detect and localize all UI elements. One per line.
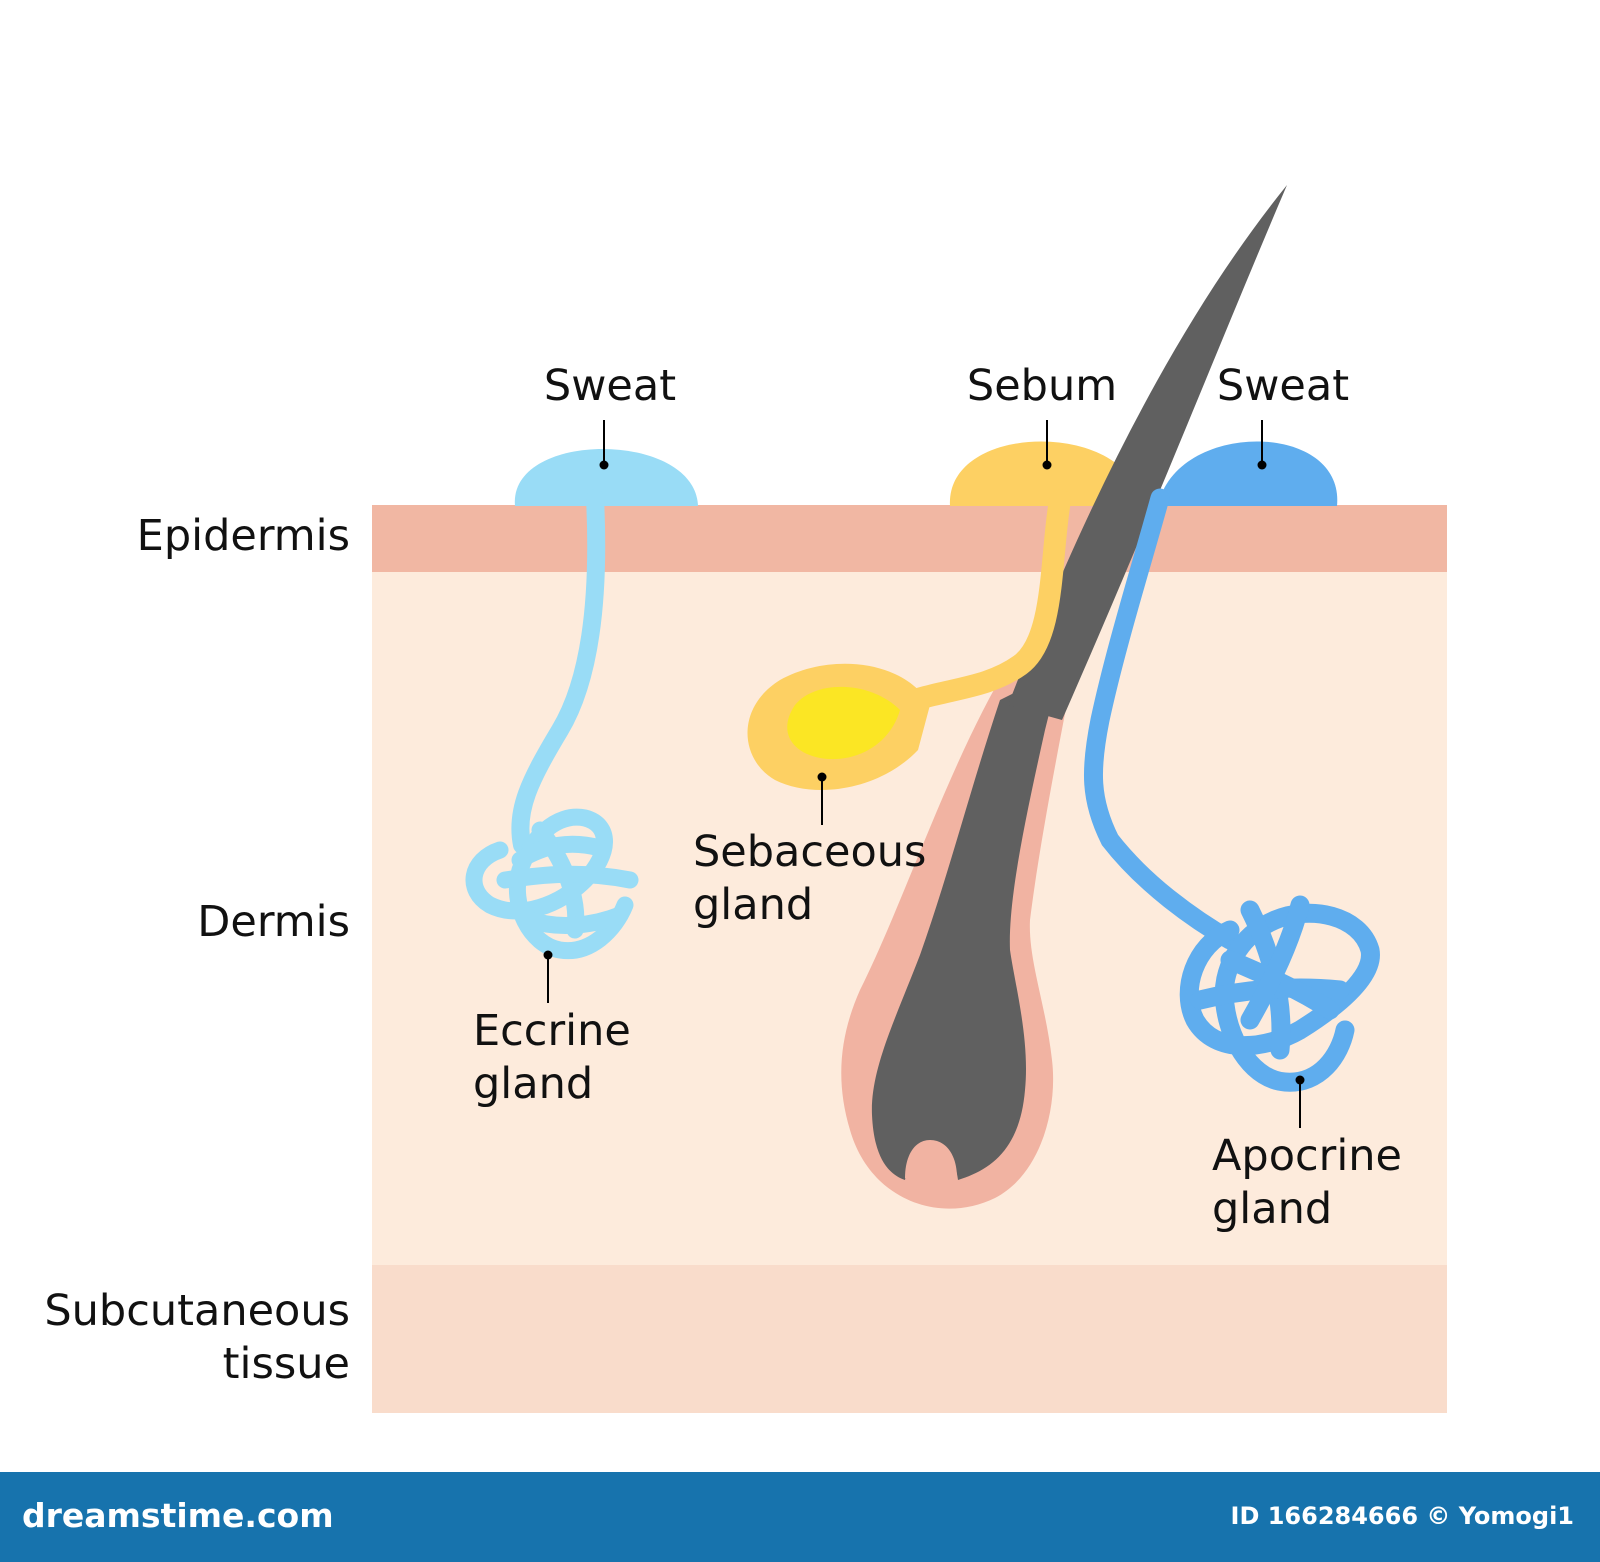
apocrine-duct — [1083, 488, 1240, 950]
label-apocrine-line2: gland — [1212, 1184, 1332, 1234]
label-apocrine-line1: Apocrine — [1212, 1131, 1402, 1181]
label-subcutaneous-line1: Subcutaneous — [44, 1286, 350, 1336]
hair-bulb — [871, 670, 1060, 1180]
label-dermis: Dermis — [197, 897, 350, 947]
footer-brand[interactable]: dreamstime.com — [22, 1496, 334, 1535]
footer-bar: dreamstime.com ID 166284666 © Yomogi1 — [0, 1472, 1600, 1562]
eccrine-duct — [511, 489, 606, 854]
leader-dots — [543, 460, 1305, 1085]
epidermis-layer — [372, 505, 1447, 572]
footer-image-id: ID 166284666 © Yomogi1 — [1230, 1502, 1574, 1530]
label-sweat-right: Sweat — [1217, 361, 1349, 411]
label-eccrine-line2: gland — [473, 1059, 593, 1109]
sebum-droplet — [949, 441, 1140, 506]
label-sebaceous-line2: gland — [693, 880, 813, 930]
hair-papilla — [905, 1140, 957, 1178]
sebaceous-gland-core — [787, 686, 900, 760]
hair-shaft — [1008, 185, 1287, 720]
label-epidermis: Epidermis — [137, 511, 350, 561]
label-subcutaneous-line2: tissue — [223, 1339, 350, 1389]
sweat-droplet-left — [514, 449, 698, 506]
sebaceous-duct — [889, 489, 1071, 716]
eccrine-coil — [465, 808, 639, 960]
label-sebum: Sebum — [967, 361, 1117, 411]
label-sweat-left: Sweat — [544, 361, 676, 411]
label-sebaceous-line1: Sebaceous — [693, 827, 926, 877]
label-eccrine-line1: Eccrine — [473, 1006, 631, 1056]
subcutaneous-layer — [372, 1265, 1447, 1413]
leader-lines — [547, 420, 1301, 1128]
apocrine-coil — [1179, 895, 1380, 1092]
sweat-droplet-right — [1158, 441, 1338, 506]
